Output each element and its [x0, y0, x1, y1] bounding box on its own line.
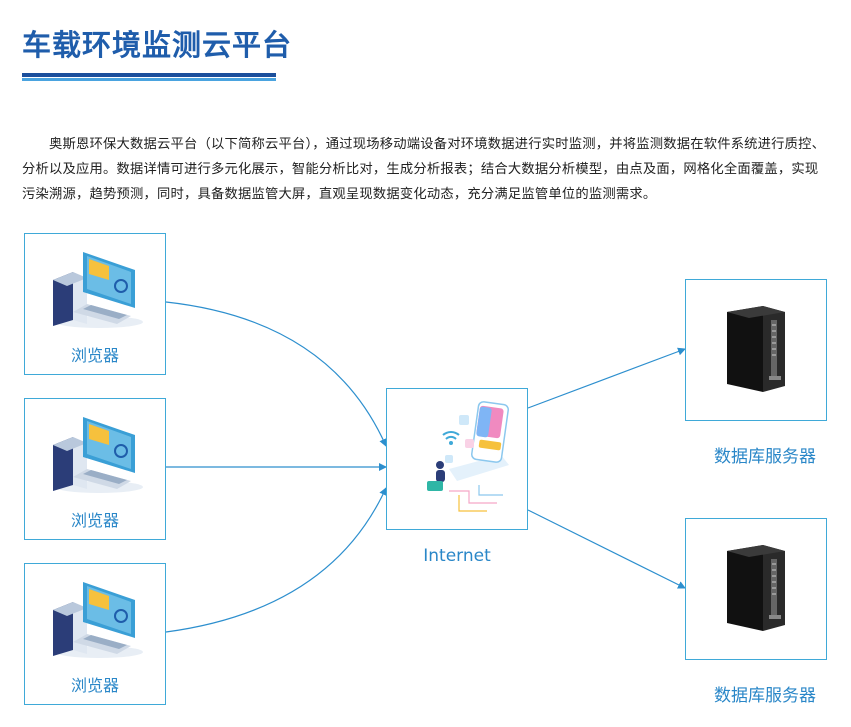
- page-title: 车载环境监测云平台: [22, 28, 293, 62]
- connector-internet-to-server-2: [527, 509, 686, 589]
- server-tower-icon: [727, 545, 785, 631]
- server-label: 数据库服务器: [714, 447, 816, 467]
- connector-internet-to-server-1: [527, 347, 686, 409]
- browser-label: 浏览器: [70, 346, 119, 365]
- intro-paragraph: 奥斯恩环保大数据云平台（以下简称云平台），通过现场移动端设备对环境数据进行实时监…: [22, 137, 826, 202]
- connector-browser-3-to-internet: [165, 487, 387, 633]
- title-underline: [22, 73, 276, 81]
- desktop-computer-icon: [53, 582, 143, 658]
- internet-node: [386, 388, 528, 530]
- browser-label: 浏览器: [70, 676, 119, 695]
- server-label: 数据库服务器: [714, 686, 816, 706]
- browser-label: 浏览器: [70, 511, 119, 530]
- browser-node-2: 浏览器: [24, 398, 166, 540]
- browser-node-3: 浏览器: [24, 563, 166, 705]
- cloud-network-illustration: [427, 401, 509, 512]
- title-underline-dark-bar: [22, 73, 276, 77]
- server-node-2: [685, 518, 827, 660]
- internet-label: Internet: [423, 546, 491, 566]
- browser-node-1: 浏览器: [24, 233, 166, 375]
- desktop-computer-icon: [53, 252, 143, 328]
- server-tower-icon: [727, 306, 785, 392]
- server-node-1: [685, 279, 827, 421]
- desktop-computer-icon: [53, 417, 143, 493]
- connector-browser-1-to-internet: [165, 301, 387, 447]
- title-underline-light-bar: [22, 78, 276, 81]
